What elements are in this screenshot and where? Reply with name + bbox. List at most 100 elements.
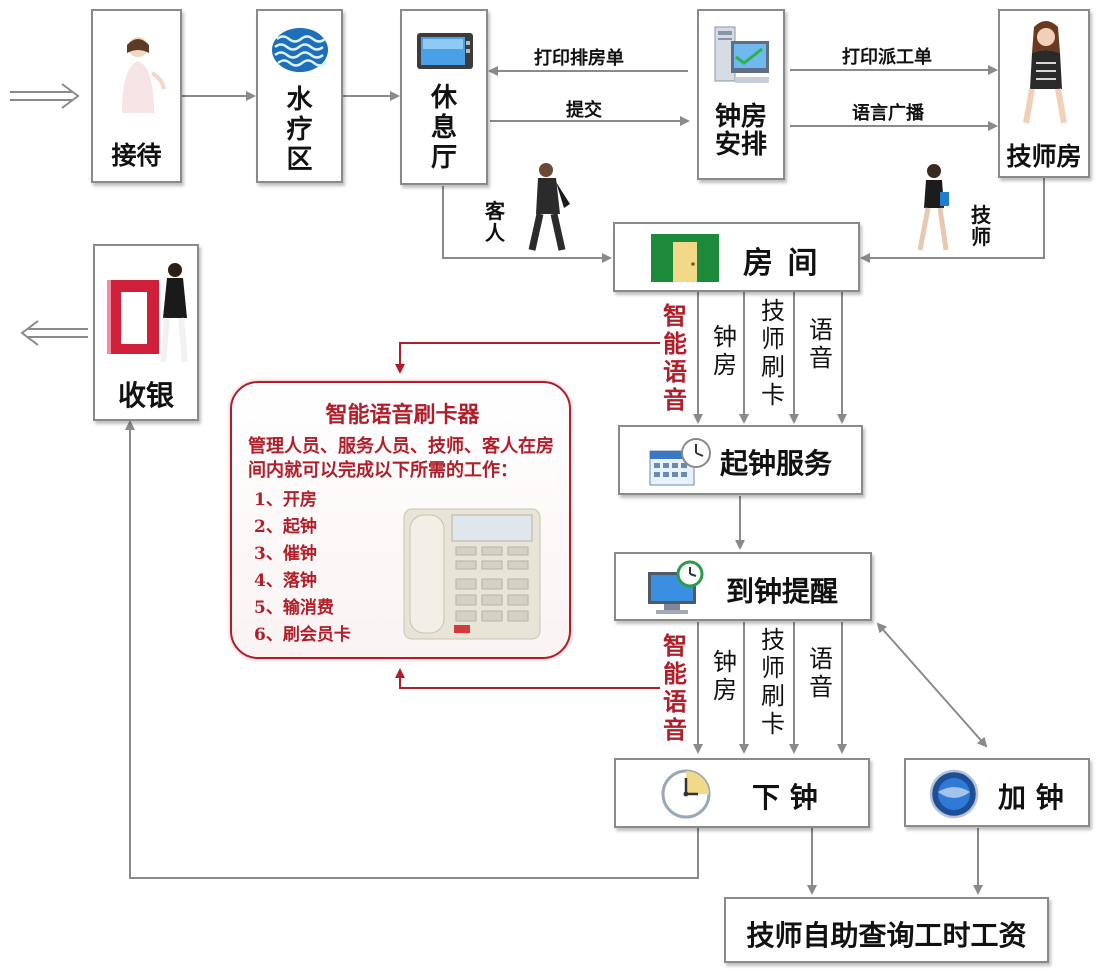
card-task-item: 2、起钟 — [254, 517, 317, 537]
channel-char: 卡 — [761, 381, 785, 409]
channel-char: 钟 — [713, 323, 737, 351]
self-query-box[interactable]: 技师自助查询工时工资 — [724, 897, 1049, 963]
due-alert-box[interactable]: 到钟提醒 — [614, 552, 872, 621]
channel-char: 音 — [809, 673, 833, 701]
edge-guest-label: 客 人 — [480, 200, 510, 244]
lounge-label-char: 厅 — [430, 143, 457, 173]
walking-woman-icon — [917, 164, 949, 251]
self-query-label: 技师自助查询工时工资 — [746, 919, 1027, 952]
arrow-due-add — [876, 622, 988, 748]
edge-print-dispatch: 打印派工单 — [842, 47, 932, 68]
channel-bell-room-lower: 钟 房 — [710, 648, 740, 704]
channel-char: 语 — [663, 357, 687, 386]
walking-man-icon — [528, 163, 570, 251]
edge-voice-broadcast: 语言广播 — [852, 103, 924, 124]
lounge-box[interactable]: 休 息 厅 — [400, 9, 488, 185]
spa-label-char: 区 — [286, 145, 313, 175]
channel-char: 刷 — [761, 353, 785, 381]
spa-label-char: 水 — [286, 85, 313, 115]
channel-smart-voice-lower: 智 能 语 音 — [660, 632, 690, 744]
technician-icon — [1023, 21, 1067, 124]
room-box[interactable]: 房 间 — [613, 222, 860, 292]
channel-char: 房 — [713, 351, 737, 379]
arrow-end-cashier — [125, 420, 699, 879]
monitor-icon — [417, 33, 473, 69]
channel-char: 师 — [761, 325, 785, 353]
phone-icon — [403, 508, 541, 640]
channel-char: 师 — [761, 654, 785, 682]
add-clock-box[interactable]: 加 钟 — [904, 758, 1090, 827]
clock-icon — [661, 769, 711, 819]
channel-char: 卡 — [761, 710, 785, 738]
edge-submit: 提交 — [566, 100, 602, 121]
card-task-item: 5、输消费 — [254, 598, 334, 618]
technician-room-label: 技师房 — [1006, 142, 1082, 171]
entry-arrow — [10, 83, 80, 109]
technician-char: 师 — [971, 225, 991, 249]
cashier-figure-icon — [107, 263, 188, 363]
exit-arrow — [20, 320, 88, 346]
channel-voice-upper: 语 音 — [806, 316, 836, 372]
spa-label: 水 疗 区 — [258, 85, 341, 175]
end-clock-label: 下 钟 — [752, 781, 818, 814]
reception-label: 接待 — [111, 141, 162, 170]
due-alert-label: 到钟提醒 — [726, 575, 839, 608]
end-clock-box[interactable]: 下 钟 — [614, 758, 870, 828]
bell-desk-label-line: 安排 — [714, 130, 767, 160]
room-label: 房 间 — [743, 246, 820, 281]
card-task-item: 6、刷会员卡 — [254, 625, 351, 645]
arrow-lounge-room — [442, 186, 612, 263]
bell-desk-label: 钟房 安排 — [699, 103, 783, 159]
channel-tech-swipe-lower: 技 师 刷 卡 — [758, 626, 788, 738]
cashier-label: 收银 — [117, 379, 174, 412]
globe-icon — [929, 769, 979, 819]
smart-voice-card: 智能语音刷卡器 管理人员、服务人员、技师、客人在房间内就可以完成以下所需的工作：… — [230, 381, 571, 659]
water-icon — [272, 28, 328, 72]
channel-char: 音 — [663, 715, 687, 744]
guest-char: 客 — [485, 199, 505, 223]
cashier-box[interactable]: 收银 — [93, 244, 199, 421]
channel-char: 钟 — [713, 648, 737, 676]
channel-bell-room-upper: 钟 房 — [710, 323, 740, 379]
channel-tech-swipe-upper: 技 师 刷 卡 — [758, 297, 788, 409]
guest-char: 人 — [485, 221, 505, 245]
red-arrow-bottom — [395, 668, 660, 689]
channel-char: 智 — [663, 631, 687, 660]
card-title: 智能语音刷卡器 — [325, 402, 480, 428]
person-icon — [122, 37, 166, 113]
lounge-label-char: 休 — [430, 83, 457, 113]
add-clock-label: 加 钟 — [998, 781, 1064, 814]
channel-char: 智 — [663, 301, 687, 330]
channel-char: 能 — [663, 329, 687, 358]
spa-label-char: 疗 — [286, 115, 313, 145]
channel-char: 音 — [663, 385, 687, 414]
channel-char: 语 — [809, 316, 833, 344]
technician-char: 技 — [971, 203, 991, 227]
channel-char: 技 — [761, 297, 785, 325]
red-arrow-top — [395, 342, 660, 374]
arrow-tech-room — [860, 178, 1045, 263]
channel-char: 语 — [663, 687, 687, 716]
channel-char: 音 — [809, 344, 833, 372]
bell-desk-box[interactable]: 钟房 安排 — [697, 9, 785, 180]
start-clock-box[interactable]: 起钟服务 — [618, 425, 863, 495]
card-task-item: 1、开房 — [254, 490, 317, 510]
technician-room-box[interactable]: 技师房 — [998, 9, 1090, 178]
channel-char: 房 — [713, 676, 737, 704]
channel-smart-voice-upper: 智 能 语 音 — [660, 302, 690, 414]
channel-char: 语 — [809, 645, 833, 673]
reception-box[interactable]: 接待 — [91, 9, 182, 183]
card-description: 管理人员、服务人员、技师、客人在房间内就可以完成以下所需的工作： — [248, 436, 554, 481]
start-clock-label: 起钟服务 — [720, 447, 833, 480]
spa-box[interactable]: 水 疗 区 — [256, 9, 343, 183]
card-task-item: 4、落钟 — [254, 571, 317, 591]
card-task-list: 1、开房 2、起钟 3、催钟 4、落钟 5、输消费 6、刷会员卡 — [254, 487, 351, 649]
channel-voice-lower: 语 音 — [806, 645, 836, 701]
computer-icon — [714, 26, 769, 83]
channel-char: 技 — [761, 626, 785, 654]
card-task-item: 3、催钟 — [254, 544, 317, 564]
lounge-label: 休 息 厅 — [402, 83, 486, 173]
lounge-label-char: 息 — [430, 113, 457, 143]
calendar-clock-icon — [649, 438, 711, 486]
